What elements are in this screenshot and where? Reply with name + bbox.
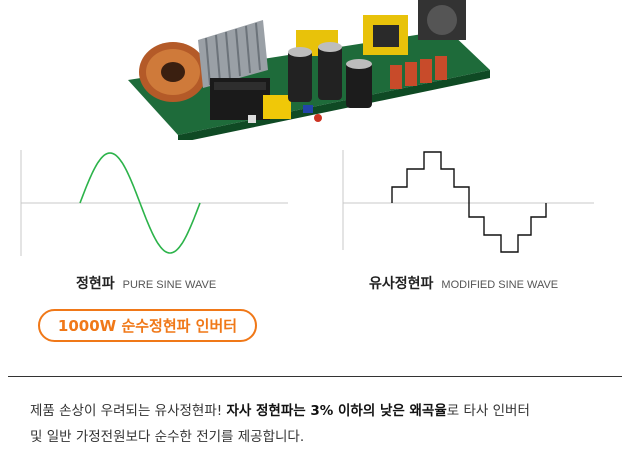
product-photo (128, 0, 490, 140)
modified-wave-steps (391, 151, 547, 253)
description-line2: 및 일반 가정전원보다 순수한 전기를 제공합니다. (30, 429, 305, 445)
modified-sine-label-ko: 유사정현파 (369, 276, 434, 292)
pure-sine-caption: 정현파 PURE SINE WAVE (76, 273, 216, 293)
sine-wave-curve (79, 152, 201, 254)
description-text: 제품 손상이 우려되는 유사정현파! 자사 정현파는 3% 이하의 낮은 왜곡율… (30, 398, 620, 450)
pure-sine-label-ko: 정현파 (76, 276, 115, 292)
product-highlight-badge: 1000W 순수정현파 인버터 (38, 309, 257, 342)
modified-sine-caption: 유사정현파 MODIFIED SINE WAVE (369, 273, 558, 293)
section-divider (8, 376, 622, 377)
pure-sine-label-en: PURE SINE WAVE (122, 279, 217, 291)
modified-sine-label-en: MODIFIED SINE WAVE (441, 279, 559, 291)
description-bold: 자사 정현파는 3% 이하의 낮은 왜곡율 (226, 403, 447, 419)
modified-sine-wave-icon (342, 150, 594, 253)
description-part1: 제품 손상이 우려되는 유사정현파! (30, 403, 227, 419)
sine-wave-icon (20, 150, 288, 256)
description-part2: 로 타사 인버터 (446, 403, 530, 419)
